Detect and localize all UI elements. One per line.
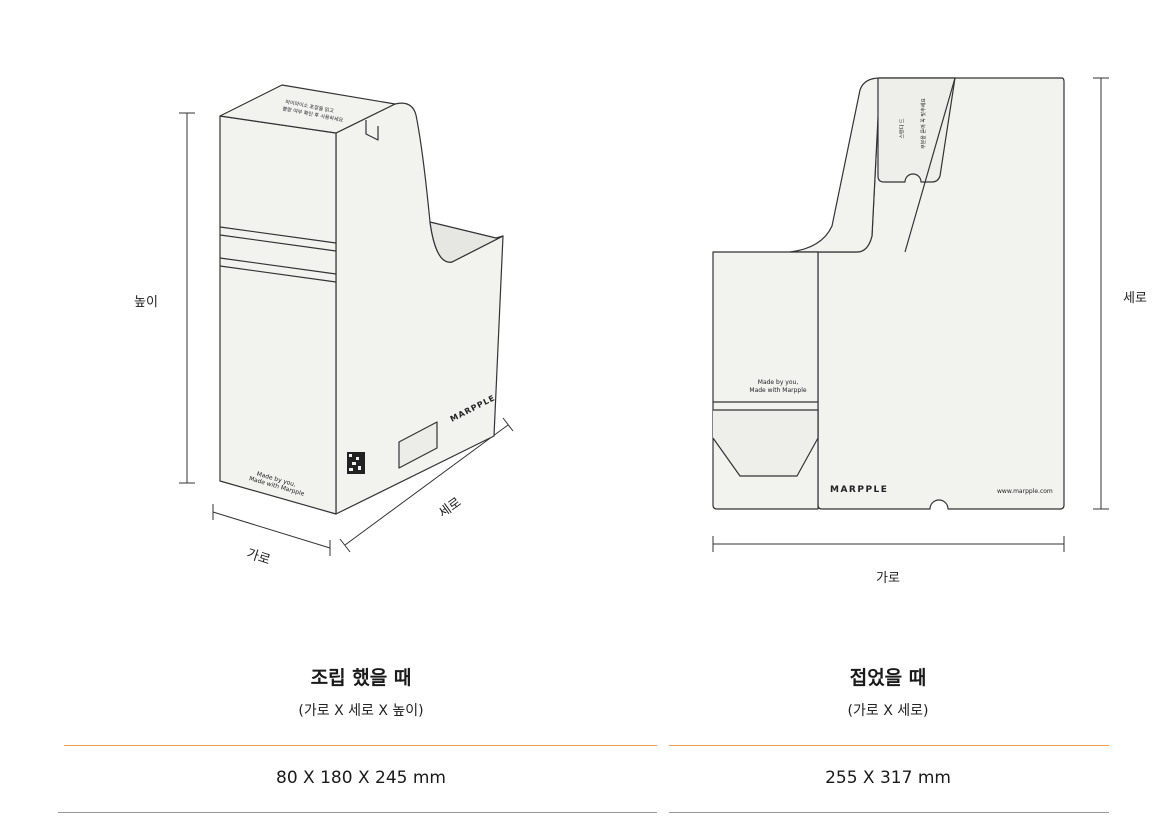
product-illustrations [179, 77, 1109, 556]
folded-height-label: 세로 [1123, 291, 1147, 306]
folded-width-label: 가로 [876, 571, 900, 586]
folded-dimensions: 255 X 317 mm [825, 768, 951, 788]
assembled-bottom-rule [58, 812, 657, 813]
sheet-logo: MARPPLE [830, 485, 889, 495]
folded-accent-rule [669, 745, 1109, 746]
assembled-subtitle: (가로 X 세로 X 높이) [298, 703, 424, 719]
flap-print-line-2: Made with Marpple [749, 387, 807, 394]
folded-bottom-rule [669, 812, 1109, 813]
folded-sheet-illustration [712, 77, 1109, 552]
folded-subtitle: (가로 X 세로) [847, 703, 929, 719]
assembled-dimensions: 80 X 180 X 245 mm [276, 768, 446, 788]
tab-print-line-1: 스탠다 드 [899, 118, 906, 139]
assembled-box-illustration [179, 84, 514, 556]
assembled-accent-rule [64, 745, 657, 746]
tab-print-line-2: 부분을 뜯어 꼭 맞추세요 [920, 98, 927, 149]
sheet-url: www.marpple.com [997, 488, 1053, 495]
assembled-height-label: 높이 [134, 295, 158, 310]
folded-title: 접었을 때 [849, 667, 927, 689]
qr-code-icon [347, 452, 365, 474]
flap-print-line-1: Made by you, [757, 379, 799, 386]
assembled-title: 조립 했을 때 [310, 667, 412, 689]
